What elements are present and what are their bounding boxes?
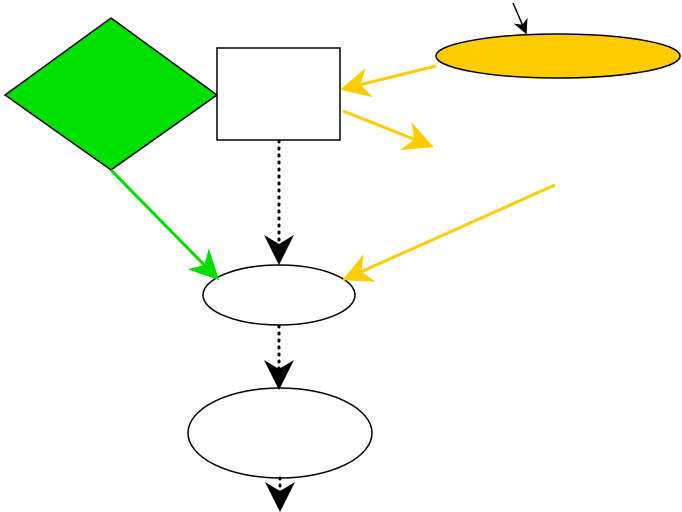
yellow-ellipse-node — [435, 33, 681, 79]
middle-ellipse-node — [202, 264, 356, 326]
yellow-arrow-right — [342, 109, 434, 150]
center-box-node — [216, 47, 341, 141]
yellow-arrow-to-middle-ellipse — [342, 183, 556, 282]
green-arrow — [109, 168, 220, 281]
green-diamond-node — [3, 17, 219, 171]
bottom-ellipse-node — [187, 387, 373, 479]
yellow-arrow-to-box — [340, 64, 437, 98]
black-arrow-to-yellow-ellipse — [512, 2, 528, 35]
